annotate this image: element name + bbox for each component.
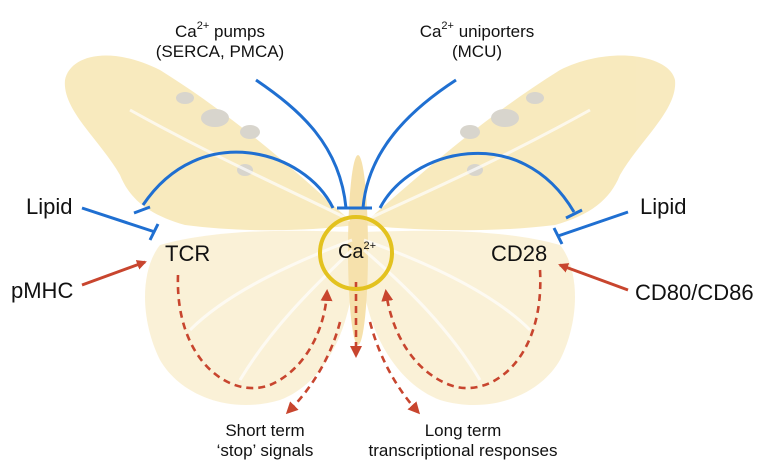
uniporters-name: uniporters <box>458 22 535 41</box>
uniporters-label: Ca2+ uniporters (MCU) <box>402 20 552 61</box>
lipid-right-label: Lipid <box>640 194 687 219</box>
tcr-loop <box>176 274 333 390</box>
tcr-label: TCR <box>165 241 211 266</box>
ca-tcr-inhibit-arc <box>141 150 335 209</box>
cd28-loop <box>381 269 542 390</box>
pmhc-arrow <box>81 260 147 287</box>
uniporters-examples: (MCU) <box>451 41 503 61</box>
dashed-loops <box>176 269 542 415</box>
left-forewing <box>64 55 355 231</box>
pumps-inhibit-line <box>255 78 348 209</box>
center-charge: 2+ <box>363 240 377 252</box>
uniporters-inhibit-line <box>361 78 457 209</box>
lipid-left-inhibit-line <box>81 206 156 234</box>
calcium-ring <box>318 215 394 291</box>
uniporters-ion: Ca <box>419 22 442 41</box>
pmhc-label: pMHC <box>11 278 74 303</box>
butterfly-wings <box>64 55 676 406</box>
ca-cd28-inhibit-arc <box>378 151 576 213</box>
pumps-ion: Ca <box>174 22 197 41</box>
lipid-right-inhibit-line <box>557 210 629 238</box>
lipid-left-label: Lipid <box>26 194 73 219</box>
long-term-line2: transcriptional responses <box>368 440 558 460</box>
right-forewing <box>362 55 676 231</box>
long-term-line1: Long term <box>424 421 502 440</box>
short-term-line2: ‘stop’ signals <box>216 440 314 460</box>
center-ion: Ca <box>337 241 364 263</box>
pumps-label: Ca2+ pumps (SERCA, PMCA) <box>145 20 295 61</box>
right-hindwing <box>364 230 575 406</box>
short-term-line1: Short term <box>225 421 305 440</box>
short-term-arrow <box>285 321 342 415</box>
cd28-label: CD28 <box>491 241 548 266</box>
cd80-arrow <box>558 263 629 292</box>
pumps-charge: 2+ <box>196 20 210 32</box>
inhibition-lines <box>81 78 629 245</box>
short-term-label: Short term ‘stop’ signals <box>190 421 340 460</box>
center-calcium-label: Ca2+ <box>328 240 386 264</box>
pumps-name: pumps <box>213 22 266 41</box>
long-term-label: Long term transcriptional responses <box>348 421 578 460</box>
long-term-arrow <box>368 321 421 415</box>
uniporters-charge: 2+ <box>441 20 454 32</box>
cd80-cd86-label: CD80/CD86 <box>635 280 754 305</box>
activation-arrows <box>81 260 629 292</box>
pumps-examples: (SERCA, PMCA) <box>155 41 285 61</box>
